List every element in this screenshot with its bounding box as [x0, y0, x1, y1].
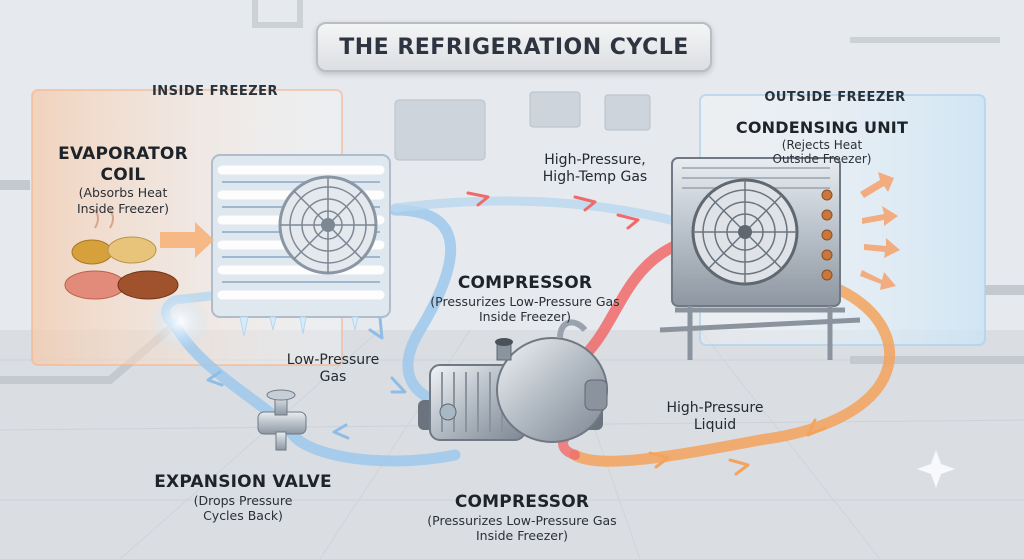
- hp-gas-line1: High-Pressure,: [544, 152, 646, 168]
- condensing-unit-desc-line1: (Rejects Heat: [781, 137, 863, 152]
- title-banner: THE REFRIGERATION CYCLE: [316, 22, 712, 72]
- evaporator-desc-line1: (Absorbs Heat: [78, 185, 168, 201]
- high-pressure-liquid-line: [569, 284, 895, 467]
- condensing-unit-desc-line2: Outside Freezer): [772, 152, 872, 167]
- page-title: THE REFRIGERATION CYCLE: [339, 34, 689, 60]
- heat-in-arrow-icon: [160, 222, 214, 258]
- compressor-top-desc-line2: Inside Freezer): [479, 308, 571, 324]
- hp-liquid-line2: Liquid: [693, 417, 737, 434]
- compressor-top-desc-line1: (Pressurizes Low-Pressure Gas: [430, 293, 620, 309]
- expansion-valve-desc-line2: Cycles Back): [203, 507, 283, 523]
- flow-arrows: [206, 191, 827, 476]
- inside-freezer-label: INSIDE FREEZER: [151, 84, 279, 99]
- condensing-unit-label: CONDENSING UNIT (Rejects Heat Outside Fr…: [732, 118, 912, 167]
- condensing-unit: [659, 157, 861, 360]
- expansion-valve-desc-line1: (Drops Pressure: [193, 492, 293, 508]
- evaporator-coil: [211, 154, 391, 337]
- low-pressure-gas-label: Low-Pressure Gas: [268, 352, 398, 386]
- frost-spray: [150, 292, 210, 352]
- hp-liquid-line1: High-Pressure: [666, 400, 764, 416]
- compressor-bottom-desc-line1: (Pressurizes Low-Pressure Gas: [427, 512, 617, 528]
- compressor-label-top: COMPRESSOR (Pressurizes Low-Pressure Gas…: [410, 273, 640, 324]
- high-pressure-gas-line: [579, 234, 696, 361]
- outside-freezer-label: OUTSIDE FREEZER: [764, 90, 906, 105]
- expansion-valve: [257, 389, 307, 451]
- condensing-unit-name: CONDENSING UNIT: [735, 118, 909, 137]
- low-pressure-gas-line: [389, 204, 461, 411]
- compressor-top-name: COMPRESSOR: [457, 273, 593, 293]
- evaporator-desc-line2: Inside Freezer): [77, 200, 169, 216]
- compressor-bottom-name: COMPRESSOR: [454, 492, 590, 512]
- heat-out-arrows-icon: [860, 172, 900, 290]
- expansion-valve-label: EXPANSION VALVE (Drops Pressure Cycles B…: [148, 472, 338, 523]
- food-items: [64, 209, 179, 300]
- evaporator-label: EVAPORATOR COIL (Absorbs Heat Inside Fre…: [34, 144, 212, 216]
- high-pressure-liquid-label: High-Pressure Liquid: [650, 400, 780, 434]
- compressor: [418, 319, 608, 443]
- compressor-bottom-desc-line2: Inside Freezer): [476, 527, 568, 543]
- lp-gas-line2: Gas: [319, 369, 347, 386]
- hp-gas-line2: High-Temp Gas: [542, 169, 648, 186]
- expansion-valve-name: EXPANSION VALVE: [154, 472, 332, 492]
- sparkle-icon: [917, 450, 955, 488]
- lp-gas-line1: Low-Pressure: [286, 352, 380, 368]
- evaporator-name: EVAPORATOR COIL: [58, 144, 188, 185]
- compressor-label-bottom: COMPRESSOR (Pressurizes Low-Pressure Gas…: [402, 492, 642, 543]
- high-pressure-gas-label: High-Pressure, High-Temp Gas: [520, 152, 670, 186]
- evaporator-to-condenser-line: [390, 196, 695, 230]
